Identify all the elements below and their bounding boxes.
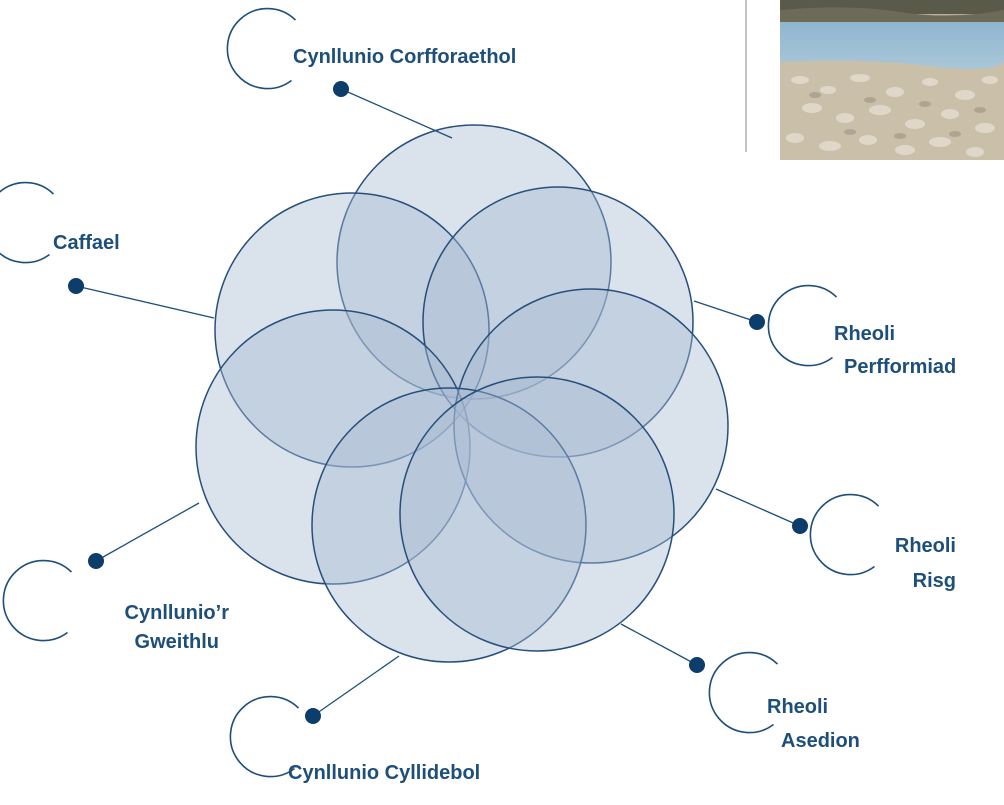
dot-cynllunio-cyllidebol [305,708,321,724]
petal-left [195,309,471,585]
dot-caffael [68,278,84,294]
label-cynllunior-gweithlu-line2: Gweithlu [135,631,219,653]
petal-right [453,288,729,564]
label-rheoli-asedion-line1: Rheoli [767,696,828,718]
label-cynllunior-gweithlu-line1: Cynllunio’r [125,602,230,624]
label-arcs [0,7,880,778]
flower-petals [195,124,729,663]
label-rheoli-perfformiad-line2: Perfformiad [844,356,956,378]
dot-rheoli-asedion [689,657,705,673]
arc-cynllunior-gweithlu [2,559,73,642]
connector-cynllunio-corfforaethol [340,88,453,139]
connector-cynllunior-gweithlu [95,502,200,562]
arc-rheoli-asedion [708,651,779,734]
label-cynllunio-cyllidebol: Cynllunio Cyllidebol [288,762,480,784]
dot-rheoli-risg [792,518,808,534]
petal-lower-right [399,376,675,652]
label-rheoli-perfformiad-line1: Rheoli [834,323,895,345]
dot-cynllunior-gweithlu [88,553,104,569]
arc-cynllunio-corfforaethol [226,7,297,90]
dot-rheoli-perfformiad [749,314,765,330]
label-caffael: Caffael [53,232,120,254]
petal-lower-left [311,387,587,663]
labels: Cynllunio Corfforaethol Caffael Rheoli P… [53,46,956,784]
label-cynllunio-corfforaethol: Cynllunio Corfforaethol [293,46,516,68]
label-rheoli-risg-line1: Rheoli [895,535,956,557]
petal-upper-right [422,186,694,458]
label-rheoli-asedion-line2: Asedion [781,730,860,752]
connector-dots [68,81,808,724]
arc-rheoli-risg [809,493,880,576]
arc-rheoli-perfformiad [767,284,838,367]
petal-upper-left [214,192,490,468]
coastal-beach-photo [780,0,1004,160]
connector-rheoli-asedion [620,623,698,666]
dot-cynllunio-corfforaethol [333,81,349,97]
connector-cynllunio-cyllidebol [312,655,400,717]
connector-rheoli-risg [715,488,801,527]
arc-cynllunio-cyllidebol [229,695,300,778]
connector-caffael [75,285,215,319]
arc-caffael [0,181,55,264]
connector-lines [75,88,801,717]
connector-rheoli-perfformiad [693,300,758,323]
label-rheoli-risg-line2: Risg [913,570,956,592]
